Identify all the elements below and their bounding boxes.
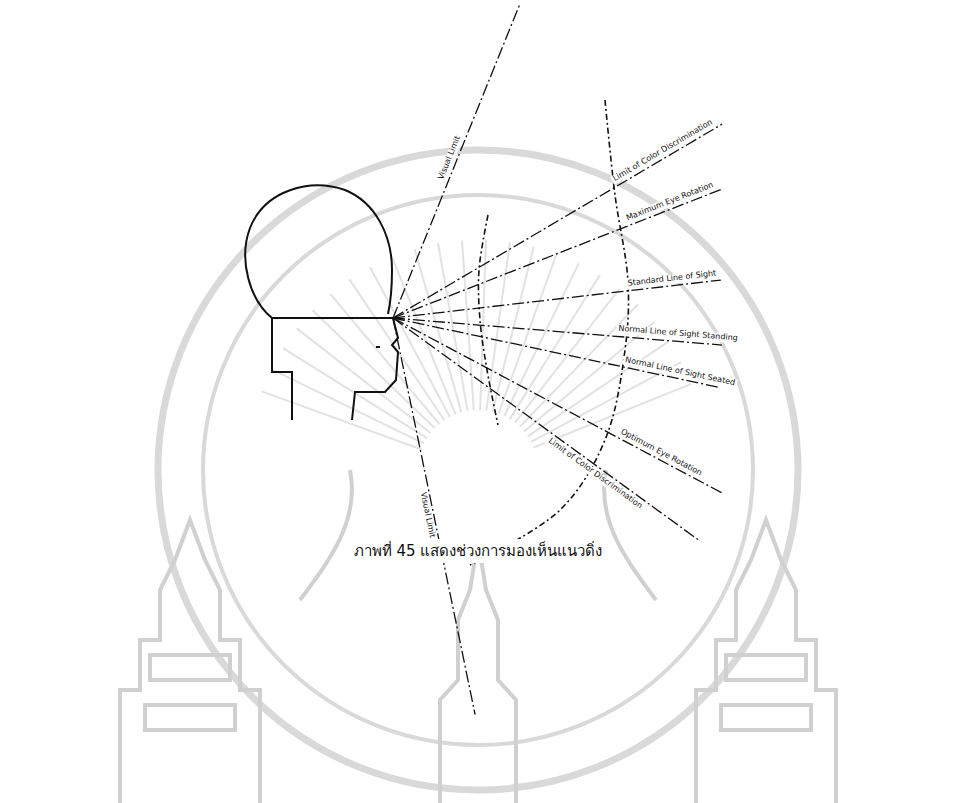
sight-line xyxy=(393,280,721,318)
range-arc xyxy=(470,100,629,565)
range-arc xyxy=(478,215,498,425)
sight-line xyxy=(393,318,721,493)
sight-line-label: Limit of Color Discrimination xyxy=(545,435,646,511)
sight-line-label: Optimum Eye Rotation xyxy=(617,427,705,479)
figure-caption: ภาพที่ 45 แสดงช่วงการมองเห็นแนวดิ่ง xyxy=(351,539,606,563)
sight-line xyxy=(393,5,520,318)
sight-line xyxy=(393,318,475,715)
sight-line-label: Limit of Color Discrimination xyxy=(610,117,716,184)
head-outline xyxy=(245,186,398,420)
sight-line xyxy=(393,318,700,541)
sight-line-label: Visual Limit xyxy=(437,133,464,183)
sight-line xyxy=(393,190,721,318)
sight-line xyxy=(393,124,722,318)
